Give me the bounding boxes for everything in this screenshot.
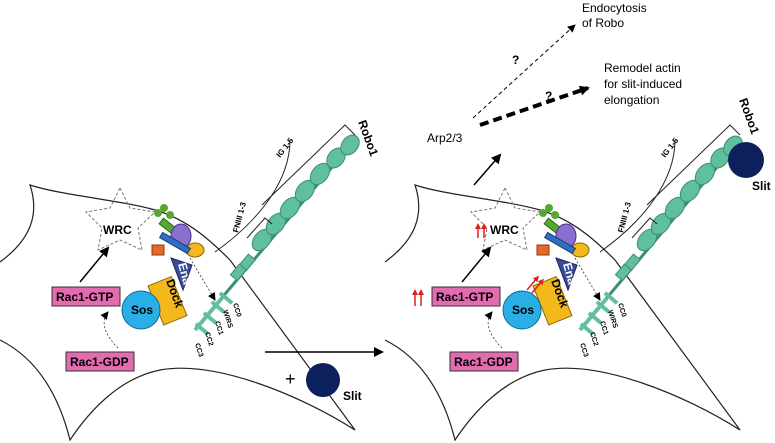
ena-protein-left [170,257,193,292]
remodel-label-line1: Remodel actin [604,61,681,75]
endocytosis-label-line1: Endocytosis [582,1,647,15]
rac1-gtp-label-left: Rac1-GTP [56,290,113,304]
red-up-arrows-wrc [475,223,487,238]
sos-label-right: Sos [512,303,534,317]
rac1-gdp-box-right [449,351,519,372]
robo-cc-motif [579,322,595,336]
wrc-label-right: WRC [490,223,519,237]
robo-cc-motif [194,322,210,336]
robo-fn-domain [229,263,248,282]
ig-bracket-right [646,124,741,206]
ena-protein-right [555,257,578,292]
remodel-question: ? [545,89,552,103]
arp23-label: Arp2/3 [427,131,463,145]
endocytosis-question: ? [512,53,519,67]
sos-protein-left [121,290,161,330]
rac1-gtp-box-left [51,286,121,307]
robo1-label-left: Robo1 [355,118,381,158]
cc0-label-left: CC0 [231,302,242,318]
membrane-curve-right [599,139,676,253]
robo1-receptor-right [578,135,743,336]
fn-label-right: FNIII 1-3 [616,201,633,234]
sos-protein-right [502,290,542,330]
slit-bound-right [728,142,764,178]
endocytosis-arrow [472,24,576,119]
fn-bracket-left [246,217,273,239]
rac1-gtp-box-right [431,286,501,307]
wrc-star-left [84,186,157,251]
cell-membrane-left [0,184,356,442]
robo1-receptor-left [193,134,360,336]
rac-to-wrc-arrow-left [79,246,110,283]
ig-label-right: IG 1-5 [659,136,680,159]
transition: + Slit [265,347,384,403]
wirs-label-right: WIRS [606,309,618,329]
gdp-to-gtp-arrow-left [100,311,119,349]
cc3-label-left: CC3 [193,342,204,358]
wrc-label-left: WRC [103,223,132,237]
endocytosis-label-line2: of Robo [582,16,624,30]
cc1-label-right: CC1 [598,320,609,336]
robo-cc-motif [218,291,234,305]
robo-ig-domain [340,134,360,156]
rac1-gdp-label-right: Rac1-GDP [454,355,513,369]
rac1-gdp-label-left: Rac1-GDP [70,355,129,369]
robo-fn-domain [614,263,633,282]
cc2-label-left: CC2 [203,331,214,347]
slit-ligand [306,363,340,397]
wrc-to-arp-arrow [473,153,502,186]
remodel-label-line2: for slit-induced [604,77,682,91]
wirs-binding-arrow-left [189,257,216,301]
cc2-label-right: CC2 [588,331,599,347]
wrc-complex-left [151,204,205,258]
robo-cc-motif [587,311,603,325]
wirs-binding-arrow-right [574,257,601,301]
membrane-curve-left [214,139,291,253]
cc0-label-right: CC0 [616,302,627,318]
red-up-arrows-dock [526,275,544,294]
slit-label-right: Slit [752,179,771,193]
cc1-label-left: CC1 [213,320,224,336]
sos-label-left: Sos [131,303,153,317]
fn-label-left: FNIII 1-3 [231,201,248,234]
ig-bracket-left [261,124,356,206]
gdp-to-gtp-arrow-right [484,311,503,349]
remodel-label-line3: elongation [604,93,659,107]
robo1-label-right: Robo1 [736,96,762,136]
cell-membrane-right [384,184,741,442]
robo-cc-motif [210,300,226,314]
ena-label-right: Ena [560,261,579,286]
ig-label-left: IG 1-5 [274,136,295,159]
red-up-arrows-rac [412,289,424,306]
wirs-label-left: WIRS [221,309,233,329]
fn-bracket-right [631,217,658,239]
rac1-gtp-label-right: Rac1-GTP [436,290,493,304]
robo-cc-motif [603,291,619,305]
wrc-complex-right [536,204,590,258]
ena-label-left: Ena [175,261,194,286]
rac1-gdp-box-left [65,351,135,372]
robo-cc-motif [202,311,218,325]
robo-cc-motif [595,300,611,314]
rac-to-wrc-arrow-right [461,246,492,283]
remodel-arrow [479,85,590,127]
cc3-label-right: CC3 [578,342,589,358]
slit-label-transition: Slit [343,389,362,403]
wrc-star-right [469,186,542,251]
right-panel: Slit IG 1-5 FNIII 1-3 Robo1 WRC Ena Dock [384,1,771,442]
plus-sign: + [285,369,296,389]
